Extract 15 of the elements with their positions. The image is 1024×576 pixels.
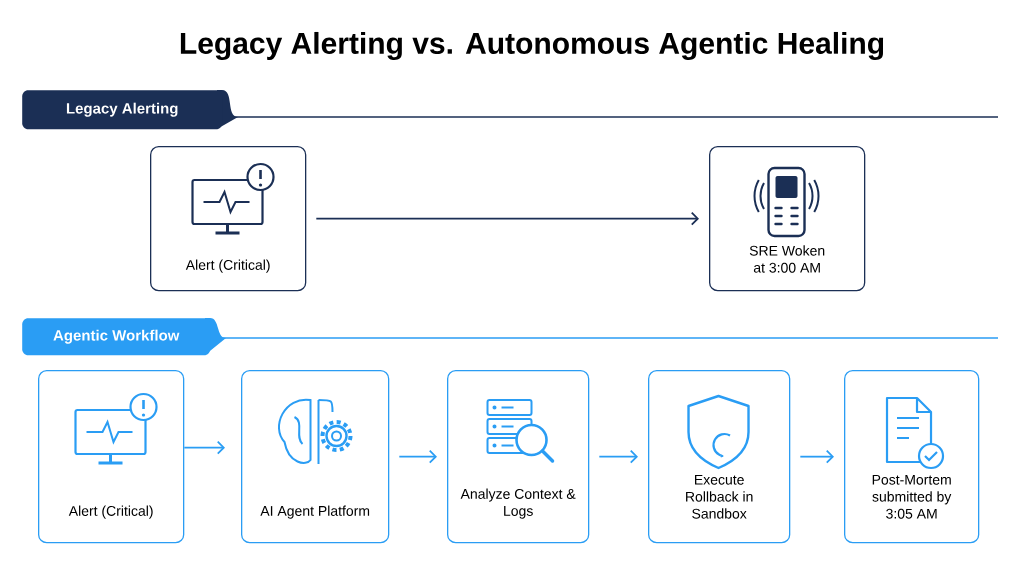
step-box: SRE Woken at 3:00 AM bbox=[709, 146, 866, 292]
step-box: Analyze Context & Logs bbox=[447, 370, 590, 544]
title: Legacy Alerting vs. Autonomous Agentic Healing bbox=[180, 31, 884, 61]
step-box: Alert (Critical) bbox=[38, 370, 185, 544]
section-banner: Agentic Workflow bbox=[22, 318, 226, 356]
step-box: AI Agent Platform bbox=[241, 370, 390, 544]
step-box: Post-Mortem submitted by 3:05 AM bbox=[844, 370, 980, 544]
arrow bbox=[315, 211, 699, 226]
arrow bbox=[398, 449, 437, 464]
arrow bbox=[799, 449, 834, 464]
section-banner: Legacy Alerting bbox=[22, 90, 238, 130]
arrow bbox=[183, 440, 225, 455]
arrow bbox=[598, 449, 638, 464]
step-box: Alert (Critical) bbox=[150, 146, 307, 292]
step-box: Execute Rollback in Sandbox bbox=[648, 370, 791, 544]
